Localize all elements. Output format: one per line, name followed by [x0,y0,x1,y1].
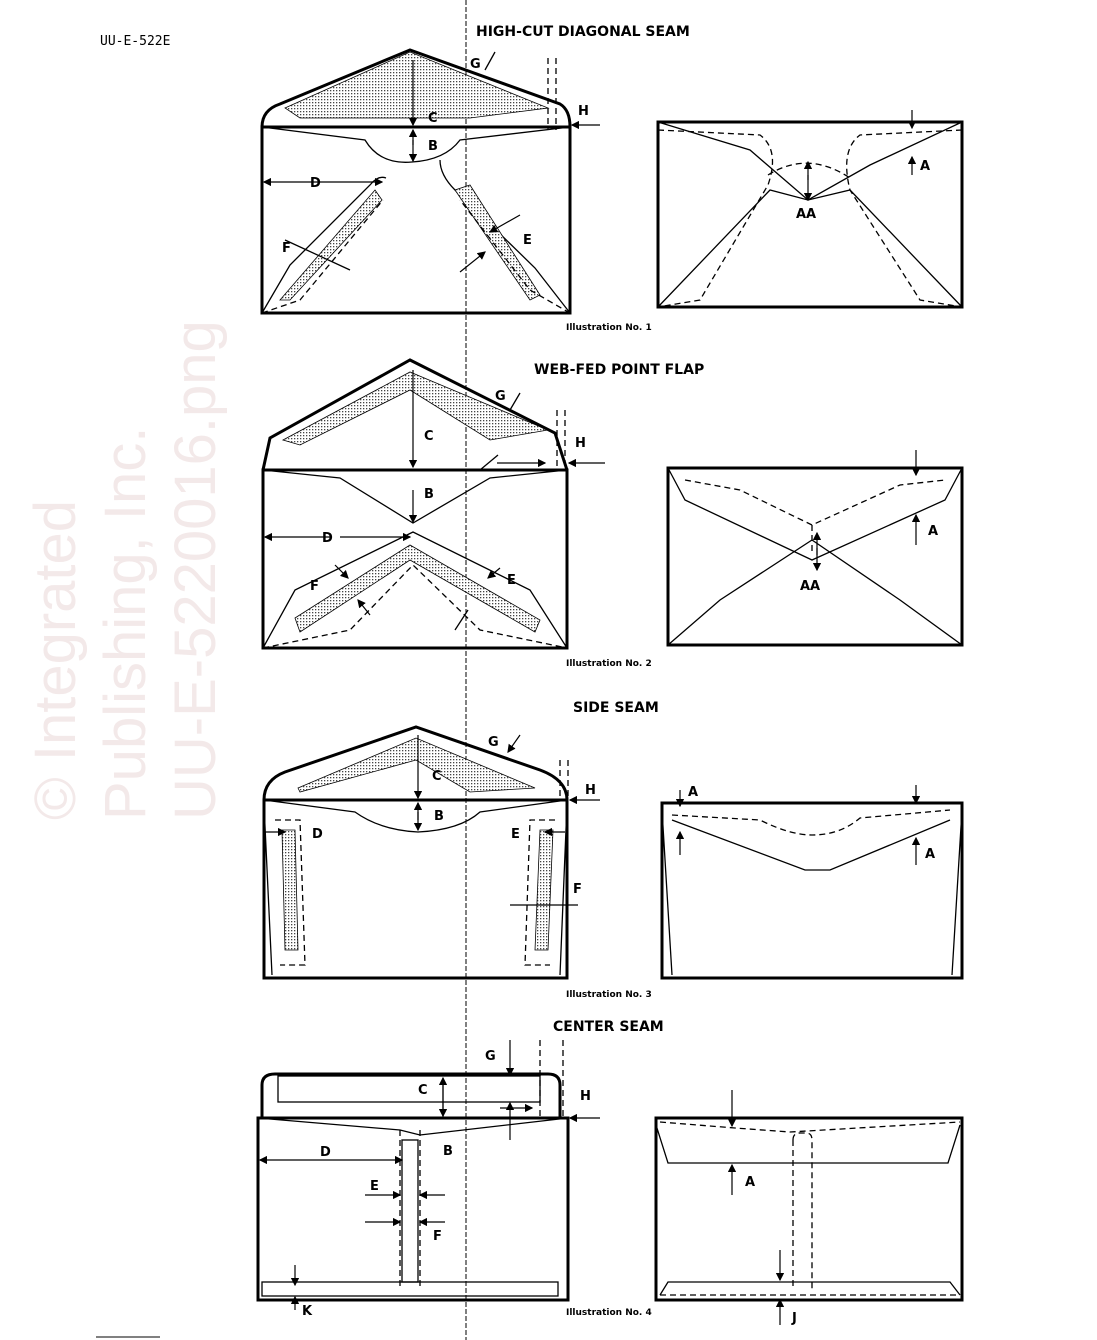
label-d: D [310,176,321,191]
label-f: F [310,579,319,594]
watermark-line-2: Publishing, Inc. [93,427,158,820]
label-b: B [424,487,434,502]
label-f: F [433,1229,442,1244]
illustration-1-front-envelope: G C B H D E F [260,48,600,315]
illustration-2-title: WEB-FED POINT FLAP [534,362,704,378]
label-d: D [312,827,323,842]
illustration-2-back-envelope: A AA [666,450,964,647]
label-b: B [428,139,438,154]
illustration-3-back-envelope: A A [660,785,964,980]
illustration-3: SIDE SEAM G C B H D E [262,700,964,1000]
label-e: E [523,233,532,248]
illustration-3-front-envelope: G C B H D E F [262,725,600,980]
label-j: J [791,1311,797,1326]
illustration-4: CENTER SEAM G C [256,1019,964,1326]
label-h: H [585,783,596,798]
label-g: G [495,389,506,404]
label-b: B [443,1144,453,1159]
illustration-1-back-envelope: A AA [656,110,964,309]
label-a: A [928,524,938,539]
illustration-3-caption: Illustration No. 3 [566,990,652,1000]
label-aa: AA [796,207,816,222]
label-b: B [434,809,444,824]
illustration-1: HIGH-CUT DIAGONAL SEAM G C [260,24,964,333]
illustration-3-title: SIDE SEAM [573,700,659,716]
illustration-2-caption: Illustration No. 2 [566,659,652,669]
label-f: F [282,241,291,256]
illustration-1-title: HIGH-CUT DIAGONAL SEAM [476,24,690,40]
label-a: A [925,847,935,862]
label-a: A [745,1175,755,1190]
watermark: © Integrated Publishing, Inc. UU-E-52200… [23,320,228,820]
watermark-line-1: © Integrated [23,500,88,820]
label-h: H [575,436,586,451]
label-aa: AA [800,579,820,594]
illustration-1-caption: Illustration No. 1 [566,323,652,333]
label-e: E [370,1179,379,1194]
label-g: G [485,1049,496,1064]
label-c: C [432,769,442,784]
document-code: UU-E-522E [100,34,170,49]
label-h: H [580,1089,591,1104]
illustration-4-title: CENTER SEAM [553,1019,664,1035]
illustration-4-caption: Illustration No. 4 [566,1308,652,1318]
label-c: C [418,1083,428,1098]
label-c: C [428,111,438,126]
illustration-4-back-envelope: A J [654,1090,964,1326]
label-e: E [511,827,520,842]
label-a-top: A [688,785,698,800]
label-h: H [578,104,589,119]
label-a: A [920,159,930,174]
label-e: E [507,573,516,588]
label-d: D [320,1145,331,1160]
illustration-2-front-envelope: G C B H D E F [261,358,605,650]
label-f: F [573,882,582,897]
watermark-line-3: UU-E-5220016.png [163,320,228,820]
label-d: D [322,531,333,546]
label-c: C [424,429,434,444]
illustration-4-front-envelope: G C B H D E F K [256,1040,600,1319]
label-g: G [470,57,481,72]
illustration-2: WEB-FED POINT FLAP G C [261,358,964,669]
label-k: K [302,1304,313,1319]
label-g: G [488,735,499,750]
